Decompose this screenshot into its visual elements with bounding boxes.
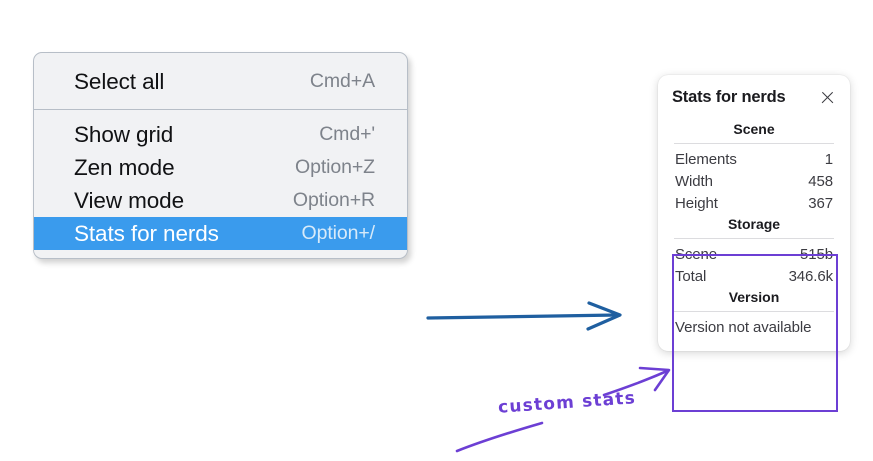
stats-panel-header: Stats for nerds (672, 88, 836, 107)
version-note: Version not available (675, 319, 812, 336)
custom-stats-annotation-label: custom stats (497, 388, 637, 418)
menu-item-label: Show grid (74, 121, 174, 147)
stat-label: Height (675, 194, 718, 212)
section-storage: Storage Scene 515b Total 346.6k (672, 214, 836, 287)
stat-row: Total 346.6k (672, 265, 836, 287)
stat-row: Height 367 (672, 192, 836, 214)
stat-value: 346.6k (788, 267, 834, 285)
stat-label: Elements (675, 150, 737, 168)
stat-label: Scene (675, 245, 718, 263)
section-version: Version Version not available (672, 287, 836, 338)
stat-label: Total (675, 267, 707, 285)
section-heading: Scene (733, 121, 775, 137)
stat-label: Width (675, 172, 713, 190)
menu-separator (34, 109, 407, 110)
section-heading: Storage (727, 216, 781, 232)
section-scene: Scene Elements 1 Width 458 Height 367 (672, 119, 836, 214)
menu-item-select-all[interactable]: Select all Cmd+A (34, 65, 407, 98)
menu-item-shortcut: Option+Z (295, 156, 375, 178)
menu-group-1: Select all Cmd+A (34, 53, 407, 109)
stat-row: Elements 1 (672, 148, 836, 170)
stat-row: Width 458 (672, 170, 836, 192)
custom-stats-underline-icon (455, 421, 544, 453)
menu-item-label: Zen mode (74, 154, 175, 180)
menu-item-shortcut: Option+/ (301, 222, 376, 244)
menu-item-shortcut: Option+R (292, 189, 375, 211)
menu-item-label: View mode (74, 187, 184, 213)
stat-value: 458 (808, 172, 833, 190)
menu-item-label: Stats for nerds (74, 220, 219, 246)
close-icon[interactable] (819, 89, 836, 106)
section-divider (674, 238, 834, 239)
menu-item-label: Select all (74, 68, 165, 94)
stat-value: 367 (808, 194, 833, 212)
stat-row: Scene 515b (672, 243, 836, 265)
menu-item-zen-mode[interactable]: Zen mode Option+Z (34, 151, 407, 184)
menu-item-stats-for-nerds[interactable]: Stats for nerds Option+/ (34, 217, 407, 250)
stat-value: 1 (824, 150, 833, 168)
flow-arrow-icon (426, 301, 622, 331)
menu-group-2: Show grid Cmd+' Zen mode Option+Z View m… (34, 110, 407, 258)
menu-item-shortcut: Cmd+A (309, 70, 375, 92)
context-menu: Select all Cmd+A Show grid Cmd+' Zen mod… (33, 52, 408, 259)
section-divider (674, 143, 834, 144)
stat-value: 515b (800, 245, 833, 263)
section-divider (674, 311, 834, 312)
menu-item-show-grid[interactable]: Show grid Cmd+' (34, 118, 407, 151)
panel-title: Stats for nerds (672, 88, 786, 106)
menu-item-view-mode[interactable]: View mode Option+R (34, 184, 407, 217)
stats-panel: Stats for nerds Scene Elements 1 Width 4… (658, 75, 850, 351)
menu-item-shortcut: Cmd+' (319, 123, 375, 145)
section-heading: Version (728, 289, 780, 305)
